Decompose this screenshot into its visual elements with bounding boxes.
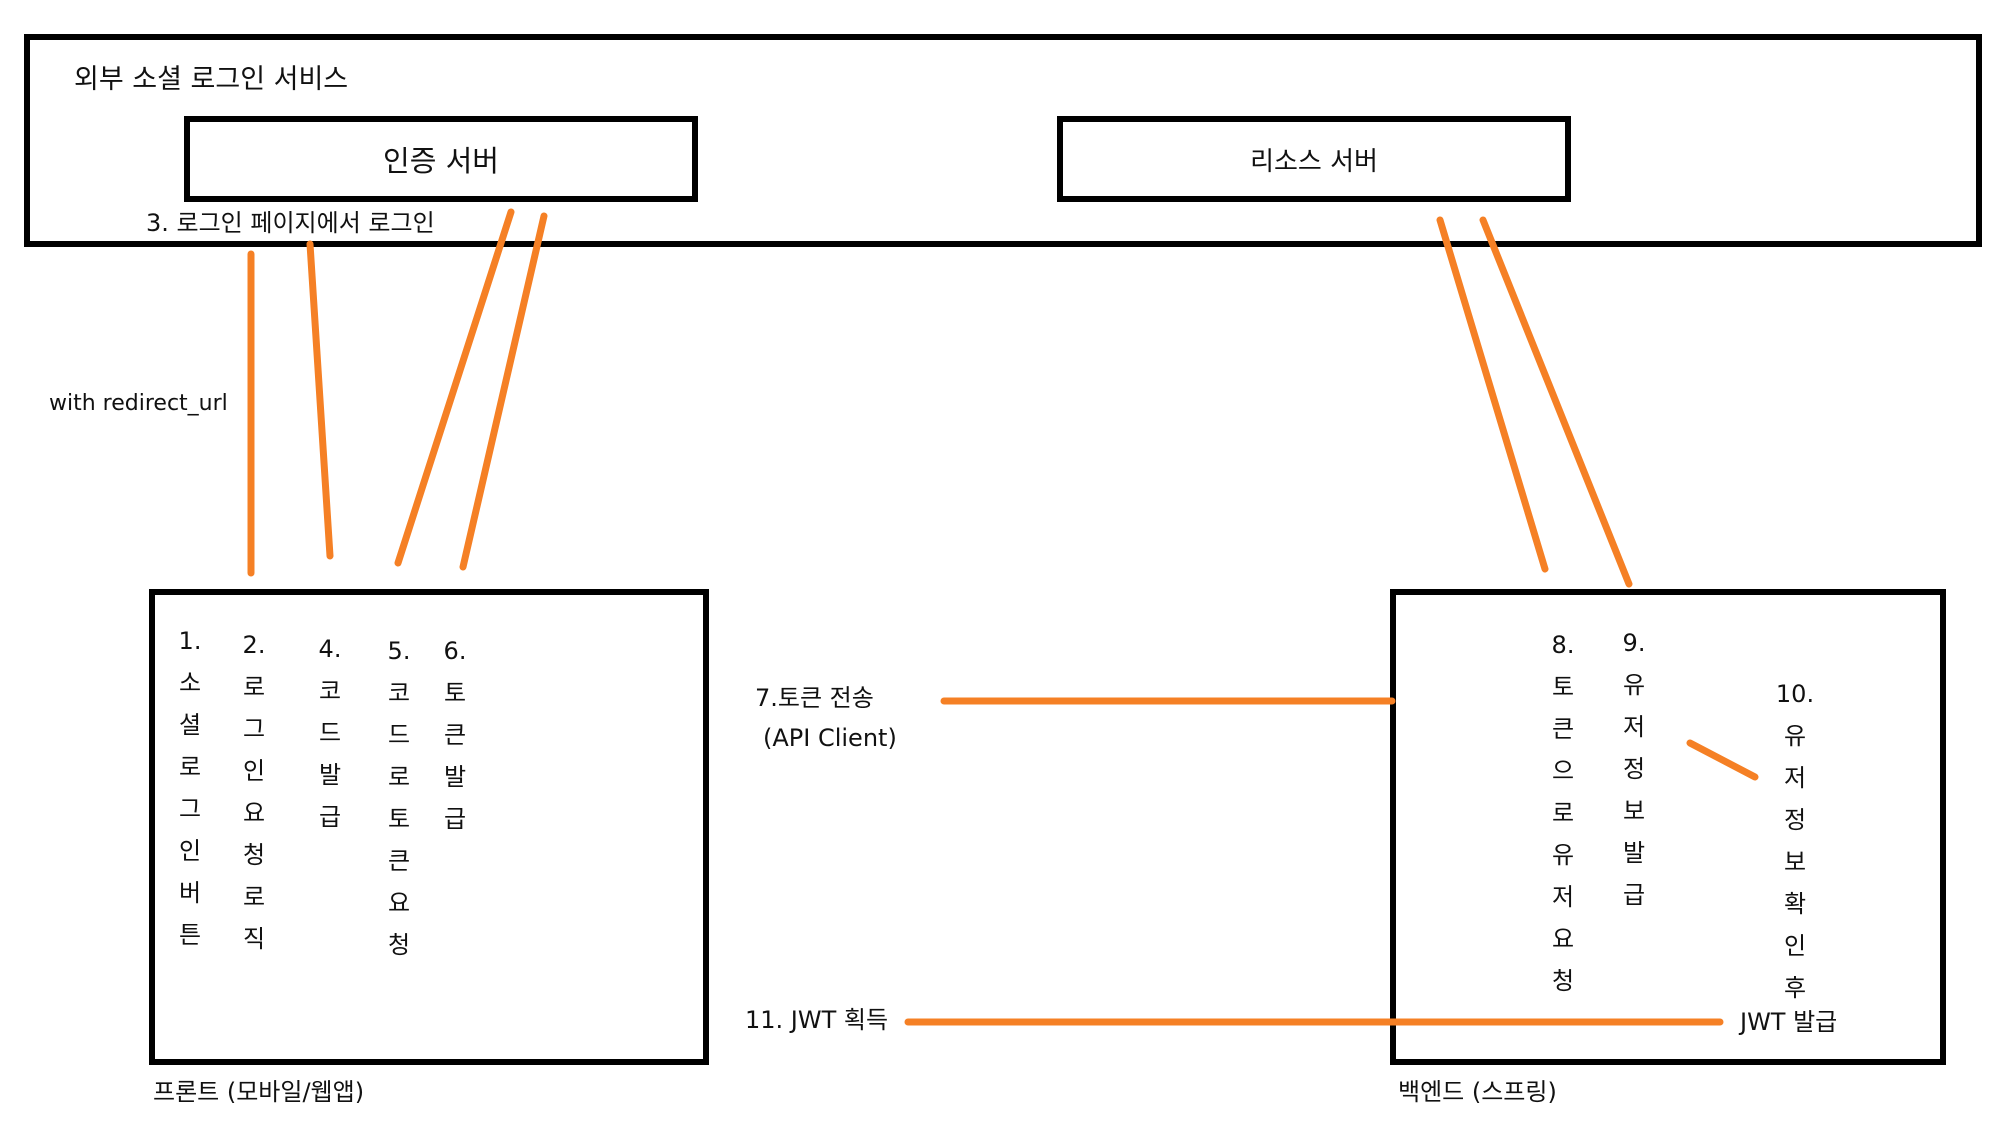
step-char: 로	[242, 883, 266, 911]
step-char: 로	[242, 673, 266, 701]
step-char: 소	[178, 669, 202, 697]
step-number: 9.	[1622, 629, 1646, 657]
step-char: 저	[1622, 713, 1646, 741]
step-char: 유	[1551, 841, 1575, 869]
connector-step4	[394, 208, 515, 567]
step-char: 발	[1622, 839, 1646, 867]
step-char: 인	[1783, 932, 1807, 960]
step-char: 정	[1783, 806, 1807, 834]
step-char: 청	[387, 931, 411, 959]
step-char: 저	[1551, 883, 1575, 911]
step-char: 급	[443, 805, 467, 833]
auth-server-label: 인증 서버	[383, 144, 499, 178]
step-char: 큰	[387, 847, 411, 875]
step-char: 보	[1622, 797, 1646, 825]
step-char: 드	[387, 721, 411, 749]
frontend-label: 프론트 (모바일/웹앱)	[153, 1078, 365, 1106]
step-char: 로	[387, 763, 411, 791]
external-service-title: 외부 소셜 로그인 서비스	[74, 64, 349, 95]
step-char: 요	[1551, 925, 1575, 953]
step-char: 요	[387, 889, 411, 917]
step-char: 후	[1783, 974, 1807, 1002]
step-char: 드	[318, 719, 342, 747]
step-char: 확	[1783, 890, 1807, 918]
step-char: 그	[242, 715, 266, 743]
connector-step2	[306, 240, 334, 560]
step-char: 토	[1551, 673, 1575, 701]
step-number: 1.	[178, 627, 202, 655]
backend-label: 백엔드 (스프링)	[1398, 1078, 1557, 1106]
step-char: 요	[242, 799, 266, 827]
step-char: 튼	[178, 921, 202, 949]
step-char: 인	[178, 837, 202, 865]
step-char: 급	[1622, 881, 1646, 909]
step-char: 발	[443, 763, 467, 791]
step-char: 직	[242, 925, 266, 953]
frontend-box	[149, 589, 709, 1065]
frontend-step-4: 4. 코 드 발 급	[315, 628, 345, 838]
step11-jwt-acquire-label: 11. JWT 획득	[745, 1006, 889, 1034]
redirect-url-note: with redirect_url	[49, 391, 228, 416]
step-char: 유	[1622, 671, 1646, 699]
step-char: 유	[1783, 722, 1807, 750]
step-char: 발	[318, 761, 342, 789]
step-char: 버	[178, 879, 202, 907]
frontend-step-6: 6. 토 큰 발 급	[440, 630, 470, 840]
step-char: 로	[178, 753, 202, 781]
step-number: 8.	[1551, 631, 1575, 659]
step-char: 그	[178, 795, 202, 823]
step-number: 10.	[1775, 680, 1815, 708]
backend-box	[1390, 589, 1946, 1065]
step-number: 4.	[318, 635, 342, 663]
connector-step10	[1686, 739, 1759, 781]
step-char: 코	[387, 679, 411, 707]
step-number: 6.	[443, 637, 467, 665]
step-number: 5.	[387, 637, 411, 665]
step-char: 셜	[178, 711, 202, 739]
connector-step8	[1436, 216, 1549, 573]
step-char: 인	[242, 757, 266, 785]
step-number: 2.	[242, 631, 266, 659]
step-char: 급	[318, 803, 342, 831]
step-char: 저	[1783, 764, 1807, 792]
connector-step9	[1479, 216, 1633, 588]
step-char: 청	[242, 841, 266, 869]
backend-step-8: 8. 토 큰 으 로 유 저 요 청	[1548, 624, 1578, 1002]
step-char: 토	[443, 679, 467, 707]
external-social-login-service-box	[24, 34, 1982, 247]
auth-server-box: 인증 서버	[184, 116, 698, 202]
jwt-issue-label: JWT 발급	[1740, 1008, 1838, 1036]
step-char: 청	[1551, 967, 1575, 995]
step-char: 코	[318, 677, 342, 705]
frontend-step-5: 5. 코 드 로 토 큰 요 청	[384, 630, 414, 966]
frontend-step-2: 2. 로 그 인 요 청 로 직	[239, 624, 269, 960]
step-char: 토	[387, 805, 411, 833]
step-char: 으	[1551, 757, 1575, 785]
resource-server-box: 리소스 서버	[1057, 116, 1571, 202]
resource-server-label: 리소스 서버	[1250, 146, 1378, 177]
step3-login-label: 3. 로그인 페이지에서 로그인	[146, 209, 435, 237]
step-char: 보	[1783, 848, 1807, 876]
step-char: 큰	[1551, 715, 1575, 743]
step-char: 정	[1622, 755, 1646, 783]
step7-token-send-label: 7.토큰 전송	[755, 684, 874, 712]
backend-step-10: 10. 유 저 정 보 확 인 후	[1775, 673, 1815, 1009]
step-char: 큰	[443, 721, 467, 749]
connector-step5	[459, 212, 548, 571]
step-char: 로	[1551, 799, 1575, 827]
backend-step-9: 9. 유 저 정 보 발 급	[1619, 622, 1649, 916]
frontend-step-1: 1. 소 셜 로 그 인 버 튼	[175, 620, 205, 956]
step7-api-client-label: (API Client)	[763, 724, 897, 752]
